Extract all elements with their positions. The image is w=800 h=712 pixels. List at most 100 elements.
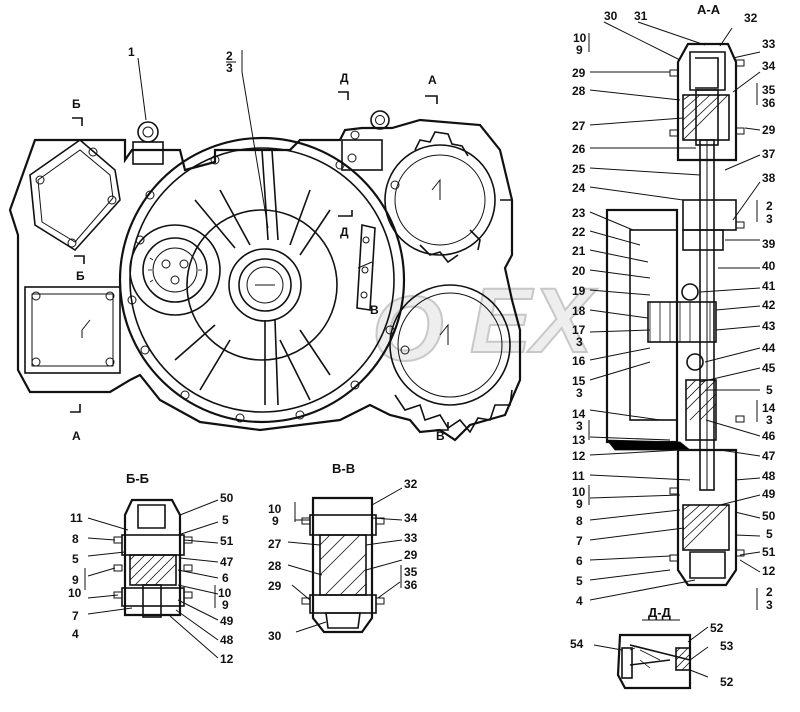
aa-label-29r: 29 <box>762 123 776 137</box>
section-bb-assembly: Б-Б <box>84 471 219 659</box>
aa-leaders <box>588 21 761 610</box>
aa-label-34: 34 <box>762 59 776 73</box>
aa-label-14r: 14 <box>762 401 776 415</box>
vv-label-32: 32 <box>404 477 418 491</box>
vv-label-29r: 29 <box>404 548 418 562</box>
aa-label-29: 29 <box>572 66 586 80</box>
aa-label-2b: 2 <box>766 585 773 599</box>
aa-label-9a: 9 <box>576 43 583 57</box>
dd-label-53: 53 <box>720 639 734 653</box>
label-3: 3 <box>226 61 233 75</box>
aa-label-9b: 9 <box>576 497 583 511</box>
gearbox-housing-front-view <box>8 110 522 442</box>
aa-label-17: 17 <box>572 323 586 337</box>
aa-label-5: 5 <box>576 574 583 588</box>
aa-label-27: 27 <box>572 119 586 133</box>
section-vv-title: В-В <box>332 461 355 476</box>
aa-label-36: 36 <box>762 96 776 110</box>
top-cover-plate <box>29 138 121 252</box>
aa-label-41: 41 <box>762 279 776 293</box>
section-dd-title: Д-Д <box>648 605 672 620</box>
view-mark-a-bottom: А <box>72 429 81 443</box>
watermark-letter-o: O <box>372 278 444 380</box>
bottom-cover-plate <box>24 286 121 374</box>
aa-label-48: 48 <box>762 469 776 483</box>
dd-label-52b: 52 <box>720 675 734 689</box>
bb-label-5r: 5 <box>222 513 229 527</box>
vv-label-36: 36 <box>404 578 418 592</box>
aa-label-39: 39 <box>762 237 776 251</box>
lifting-eye-1 <box>137 121 159 143</box>
dd-label-54: 54 <box>570 637 584 651</box>
flywheel-housing <box>118 136 406 424</box>
aa-label-10a: 10 <box>573 31 587 45</box>
aa-label-24: 24 <box>572 181 586 195</box>
aa-label-3f: 3 <box>766 598 773 612</box>
bb-label-11: 11 <box>70 511 83 525</box>
label-2: 2 <box>226 49 233 63</box>
vv-label-9: 9 <box>272 514 279 528</box>
aa-clutch-housing <box>605 208 679 444</box>
aa-label-51: 51 <box>762 545 776 559</box>
aa-label-3d: 3 <box>766 212 773 226</box>
vv-labels: 10 9 27 28 29 30 32 34 33 29 35 36 <box>268 477 418 643</box>
section-bb-title: Б-Б <box>126 471 149 486</box>
aa-label-2a: 2 <box>766 199 773 213</box>
section-dd-assembly: Д-Д <box>593 605 709 690</box>
aa-label-19: 19 <box>572 284 586 298</box>
bb-labels: 11 8 5 9 10 7 4 50 5 51 47 6 10 9 49 48 … <box>68 491 234 666</box>
aa-label-12: 12 <box>572 449 586 463</box>
aa-label-12r: 12 <box>762 564 776 578</box>
aa-label-35: 35 <box>762 83 776 97</box>
watermark-text: EX <box>470 270 597 372</box>
housing-bolts <box>127 130 410 423</box>
aa-label-14: 14 <box>572 407 586 421</box>
view-mark-b-top: Б <box>72 97 81 111</box>
aa-label-15: 15 <box>572 374 586 388</box>
aa-label-32: 32 <box>744 11 758 25</box>
aa-label-4: 4 <box>576 594 583 608</box>
vv-label-27: 27 <box>268 537 282 551</box>
aa-label-31: 31 <box>634 9 648 23</box>
aa-label-33: 33 <box>762 37 776 51</box>
view-mark-d-mid: Д <box>340 225 349 239</box>
bb-label-10r: 10 <box>218 586 232 600</box>
bb-label-51: 51 <box>220 534 234 548</box>
pump-drive-gear <box>129 224 221 316</box>
bb-label-10: 10 <box>68 586 82 600</box>
bb-label-7: 7 <box>72 609 79 623</box>
aa-label-28: 28 <box>572 84 586 98</box>
aa-label-50: 50 <box>762 509 776 523</box>
aa-label-8: 8 <box>576 514 583 528</box>
aa-label-13: 13 <box>572 433 586 447</box>
bb-label-5: 5 <box>72 552 79 566</box>
vv-label-30: 30 <box>268 629 282 643</box>
bb-label-9r: 9 <box>222 598 229 612</box>
aa-label-37: 37 <box>762 147 776 161</box>
aa-label-21: 21 <box>572 244 586 258</box>
bb-label-6: 6 <box>222 571 229 585</box>
aa-label-42: 42 <box>762 298 776 312</box>
aa-label-16: 16 <box>572 354 586 368</box>
aa-label-49: 49 <box>762 487 776 501</box>
bb-label-50: 50 <box>220 491 234 505</box>
aa-label-44: 44 <box>762 341 776 355</box>
vv-label-10: 10 <box>268 502 282 516</box>
bb-label-8: 8 <box>72 532 79 546</box>
bb-label-12: 12 <box>220 652 234 666</box>
aa-label-22: 22 <box>572 225 586 239</box>
vv-label-28: 28 <box>268 559 282 573</box>
vv-label-33: 33 <box>404 531 418 545</box>
view-mark-b-mid: Б <box>76 269 85 283</box>
aa-label-3c: 3 <box>576 419 583 433</box>
label-1: 1 <box>128 45 135 59</box>
aa-label-43: 43 <box>762 319 776 333</box>
aa-right-labels: 33 34 35 36 29 37 38 2 3 39 40 41 42 43 … <box>762 37 776 612</box>
section-aa-title: А-А <box>697 2 721 17</box>
aa-label-30: 30 <box>604 9 618 23</box>
bb-label-4: 4 <box>72 627 79 641</box>
upper-intermediate-gear <box>384 144 496 256</box>
aa-label-7: 7 <box>576 534 583 548</box>
aa-left-labels: 10 9 29 28 27 26 25 24 23 22 21 20 19 18… <box>572 31 587 608</box>
